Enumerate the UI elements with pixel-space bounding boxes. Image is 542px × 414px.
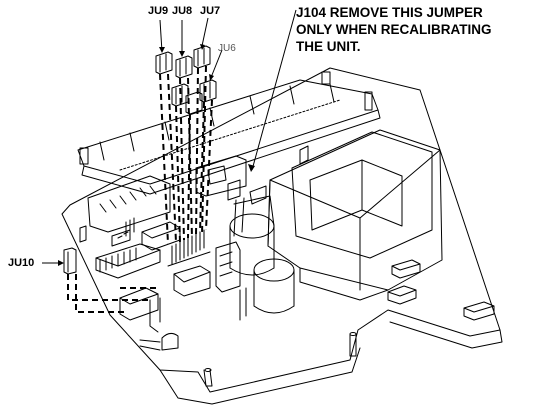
capacitors — [229, 195, 295, 314]
label-ju7: JU7 — [200, 5, 221, 17]
rear-posts — [79, 71, 373, 165]
leader-lines — [42, 9, 297, 264]
label-ju6: JU6 — [218, 43, 236, 54]
jumper-ju7-part — [193, 45, 211, 69]
jumper-ju9-part — [155, 51, 173, 75]
note-line-1: J104 REMOVE THIS JUMPER — [296, 5, 483, 20]
arrowheads — [58, 44, 255, 266]
label-ju9: JU9 — [148, 5, 169, 17]
jumper-ju10-part — [63, 247, 77, 275]
recalibration-note: J104 REMOVE THIS JUMPER ONLY WHEN RECALI… — [296, 4, 492, 55]
board-outline — [61, 67, 503, 405]
transformer — [267, 129, 443, 301]
header-pins — [125, 217, 211, 267]
rear-connector-strip — [77, 79, 381, 195]
note-line-3: THE UNIT. — [296, 39, 361, 54]
jumper-ju6-part — [199, 79, 217, 103]
ic-chips — [95, 221, 211, 321]
label-ju8: JU8 — [172, 5, 193, 17]
note-line-2: ONLY WHEN RECALIBRATING — [296, 22, 492, 37]
relay-blocks — [87, 155, 247, 233]
small-components — [79, 145, 309, 351]
insertion-guides — [67, 65, 213, 313]
standoffs — [203, 259, 495, 387]
jumper-ju8-part — [175, 55, 193, 79]
label-ju10: JU10 — [8, 257, 35, 269]
